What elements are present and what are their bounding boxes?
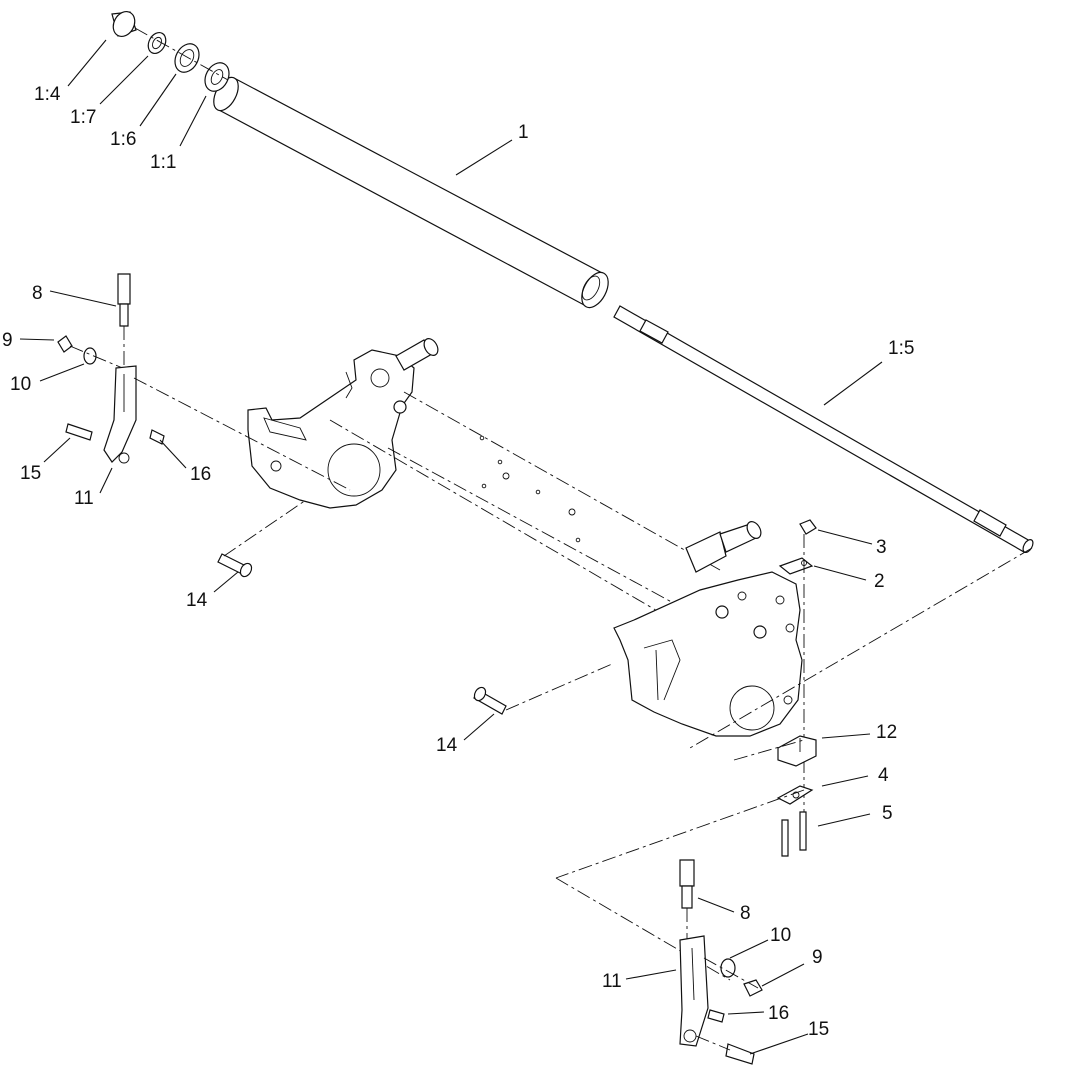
callout-11-left: 11 <box>74 488 94 509</box>
screw-15-left <box>65 423 93 441</box>
callout-14-right: 14 <box>436 735 458 756</box>
callout-8-right: 8 <box>740 903 751 924</box>
callout-14-left: 14 <box>186 590 208 611</box>
callout-1: 1 <box>518 122 529 143</box>
nut-3 <box>799 519 817 535</box>
seal <box>174 43 200 73</box>
washer-10-right <box>720 958 736 978</box>
bolt-8-left <box>117 273 131 327</box>
callout-1-5: 1:5 <box>888 338 914 359</box>
callout-5: 5 <box>882 803 893 824</box>
callout-15-right: 15 <box>808 1019 829 1040</box>
callout-3: 3 <box>876 537 887 558</box>
callout-16-left: 16 <box>190 464 211 485</box>
nut-9-right <box>743 979 763 997</box>
nut-cap <box>111 10 137 38</box>
bearing <box>204 62 230 92</box>
screw-16-right <box>707 1009 725 1023</box>
callout-1-7: 1:7 <box>70 107 96 128</box>
callout-8-left: 8 <box>32 283 43 304</box>
callout-9-left: 9 <box>2 330 13 351</box>
bolts-5 <box>781 811 807 857</box>
callout-15-left: 15 <box>20 463 41 484</box>
side-plate-left <box>247 349 415 509</box>
nut-9-left <box>57 335 73 353</box>
shaft <box>613 305 1034 553</box>
bolt-8-right <box>679 859 695 909</box>
callout-16-right: 16 <box>768 1003 789 1024</box>
roller-tube <box>213 76 609 309</box>
clamp-block-12 <box>777 735 817 767</box>
callout-11-right: 11 <box>602 971 622 992</box>
side-plate-right <box>613 571 803 737</box>
adjuster-stud-left <box>395 338 439 371</box>
callout-12: 12 <box>876 722 897 743</box>
callout-2: 2 <box>874 571 885 592</box>
frame-dashed-outline <box>329 391 721 631</box>
callout-1-1: 1:1 <box>150 152 176 173</box>
arm-11-left <box>103 365 137 464</box>
callout-1-4: 1:4 <box>34 84 61 105</box>
callout-10-right: 10 <box>770 925 791 946</box>
plate-4 <box>776 785 814 805</box>
callout-1-6: 1:6 <box>110 129 136 150</box>
pin-14-left <box>217 553 253 578</box>
washer-10-left <box>83 347 97 365</box>
adjuster-stud-right <box>685 521 762 573</box>
screw-15-right <box>725 1043 755 1065</box>
callout-4: 4 <box>878 765 889 786</box>
plate-2 <box>778 557 814 575</box>
leader-lines <box>19 39 883 1055</box>
washer <box>147 31 167 55</box>
callout-10-left: 10 <box>10 374 31 395</box>
arm-11-right <box>679 935 709 1047</box>
callout-9-right: 9 <box>812 947 823 968</box>
pin-14-right <box>473 686 507 715</box>
